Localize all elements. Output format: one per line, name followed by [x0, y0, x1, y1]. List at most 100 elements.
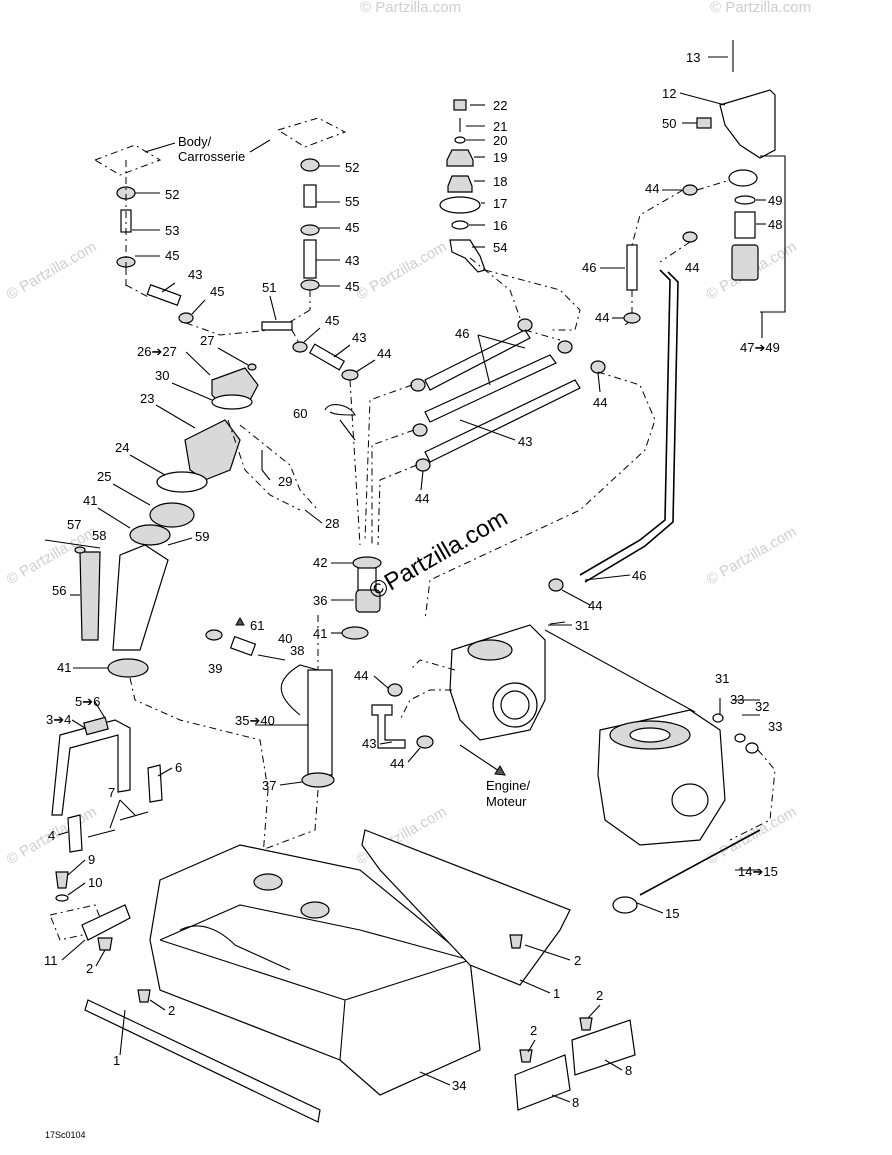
- screw-2: [519, 1049, 533, 1063]
- hose-46: [424, 329, 531, 391]
- screw-2: [137, 989, 151, 1003]
- callout-8a: 8: [625, 1063, 632, 1078]
- fuel-dash: [399, 689, 452, 721]
- sender-dash: [261, 789, 319, 851]
- leader: [119, 1009, 126, 1056]
- leader-12: [679, 92, 726, 106]
- washer-33: [712, 713, 724, 723]
- body-panel-left: [93, 144, 162, 176]
- top-vent-stack: [439, 99, 581, 331]
- callout-7: 7: [108, 785, 115, 800]
- rivet-7: [119, 811, 149, 821]
- callout-1b: 1: [113, 1053, 120, 1068]
- clamp-44: [410, 378, 426, 392]
- tee-fitting-51: [261, 321, 293, 331]
- callout-17: 17: [493, 196, 507, 211]
- bracket-47-49: [760, 155, 786, 313]
- tank-body: [149, 844, 481, 1096]
- callout-44g: 44: [588, 598, 602, 613]
- callout-21: 21: [493, 119, 507, 134]
- callout-61: 61: [250, 618, 264, 633]
- leader: [157, 767, 173, 777]
- bracket-6: [147, 764, 163, 803]
- leader: [161, 282, 176, 293]
- callout-44a: 44: [377, 346, 391, 361]
- callout-2c: 2: [574, 953, 581, 968]
- callout-44f: 44: [415, 491, 429, 506]
- leader: [477, 334, 526, 349]
- clamp-45: [178, 312, 194, 324]
- leader: [61, 939, 86, 961]
- leader: [597, 372, 601, 393]
- tank-handle: [179, 925, 291, 971]
- callout-52a: 52: [165, 187, 179, 202]
- callout-55: 55: [345, 194, 359, 209]
- callout-41b: 41: [57, 660, 71, 675]
- leader: [407, 747, 421, 763]
- leader-body: [249, 139, 271, 153]
- leader: [112, 483, 151, 506]
- buckle-5: [83, 716, 109, 736]
- tank-edge: [159, 904, 471, 961]
- filter-48: [734, 211, 756, 239]
- callout-50: 50: [662, 116, 676, 131]
- leader: [420, 470, 424, 491]
- callout-45e: 45: [325, 313, 339, 328]
- screw-9: [55, 871, 69, 889]
- cover-18: [447, 175, 473, 193]
- body-label-line2: Carrosserie: [178, 149, 245, 164]
- check-valve-55: [303, 184, 317, 208]
- callout-10: 10: [88, 875, 102, 890]
- plate-17: [439, 196, 481, 214]
- o-ring-49: [734, 195, 756, 205]
- fuel-dash: [659, 241, 691, 263]
- callout-46b: 46: [582, 260, 596, 275]
- callout-57: 57: [67, 517, 81, 532]
- filler-neck-23: [184, 419, 241, 481]
- carburetor-cover: [671, 783, 709, 817]
- callout-43a: 43: [345, 253, 359, 268]
- terminal-40: [229, 635, 257, 657]
- fuel-dash: [377, 464, 418, 546]
- callout-45b: 45: [345, 220, 359, 235]
- leader: [355, 359, 376, 373]
- callout-44h: 44: [354, 668, 368, 683]
- grease-drop-61-icon: [235, 616, 245, 626]
- clamp-41: [341, 626, 369, 640]
- cable-dash: [729, 749, 776, 841]
- clamp-44: [682, 231, 698, 243]
- leader: [524, 944, 571, 961]
- screw-2: [97, 937, 113, 951]
- strap-3: [51, 719, 131, 816]
- leader: [129, 454, 166, 476]
- carburetor-bore: [500, 690, 530, 720]
- watermark-tile: © Partzilla.com: [4, 238, 100, 303]
- callout-35-40: 35➔40: [235, 713, 275, 728]
- carburetor-rear: [597, 698, 776, 914]
- callout-4: 4: [48, 828, 55, 843]
- vent-dash: [284, 309, 311, 326]
- plate-8: [514, 1054, 571, 1111]
- leader: [67, 882, 86, 896]
- callout-42: 42: [313, 555, 327, 570]
- callout-2b: 2: [168, 1003, 175, 1018]
- callout-58: 58: [92, 528, 106, 543]
- gasket-24: [156, 471, 208, 493]
- screw-2: [509, 934, 523, 949]
- diagram-code: 17Sc0104: [45, 1130, 86, 1140]
- fuel-dash: [364, 384, 413, 541]
- washer-32: [734, 733, 746, 743]
- clamp-58: [74, 546, 86, 554]
- fuel-filter-assembly: [548, 40, 786, 592]
- watermark-tile: © Partzilla.com: [360, 0, 461, 16]
- engine-label-line2: Moteur: [486, 794, 527, 809]
- leader: [373, 675, 389, 689]
- leader: [269, 295, 277, 321]
- hose-43-elbow: [371, 704, 406, 749]
- leader: [519, 979, 551, 994]
- callout-20: 20: [493, 133, 507, 148]
- clamp-41: [129, 524, 171, 546]
- callout-labels: 13 12 50 49 48 47➔49 22 21 20 19 18 17 1…: [44, 50, 782, 1140]
- callout-53: 53: [165, 223, 179, 238]
